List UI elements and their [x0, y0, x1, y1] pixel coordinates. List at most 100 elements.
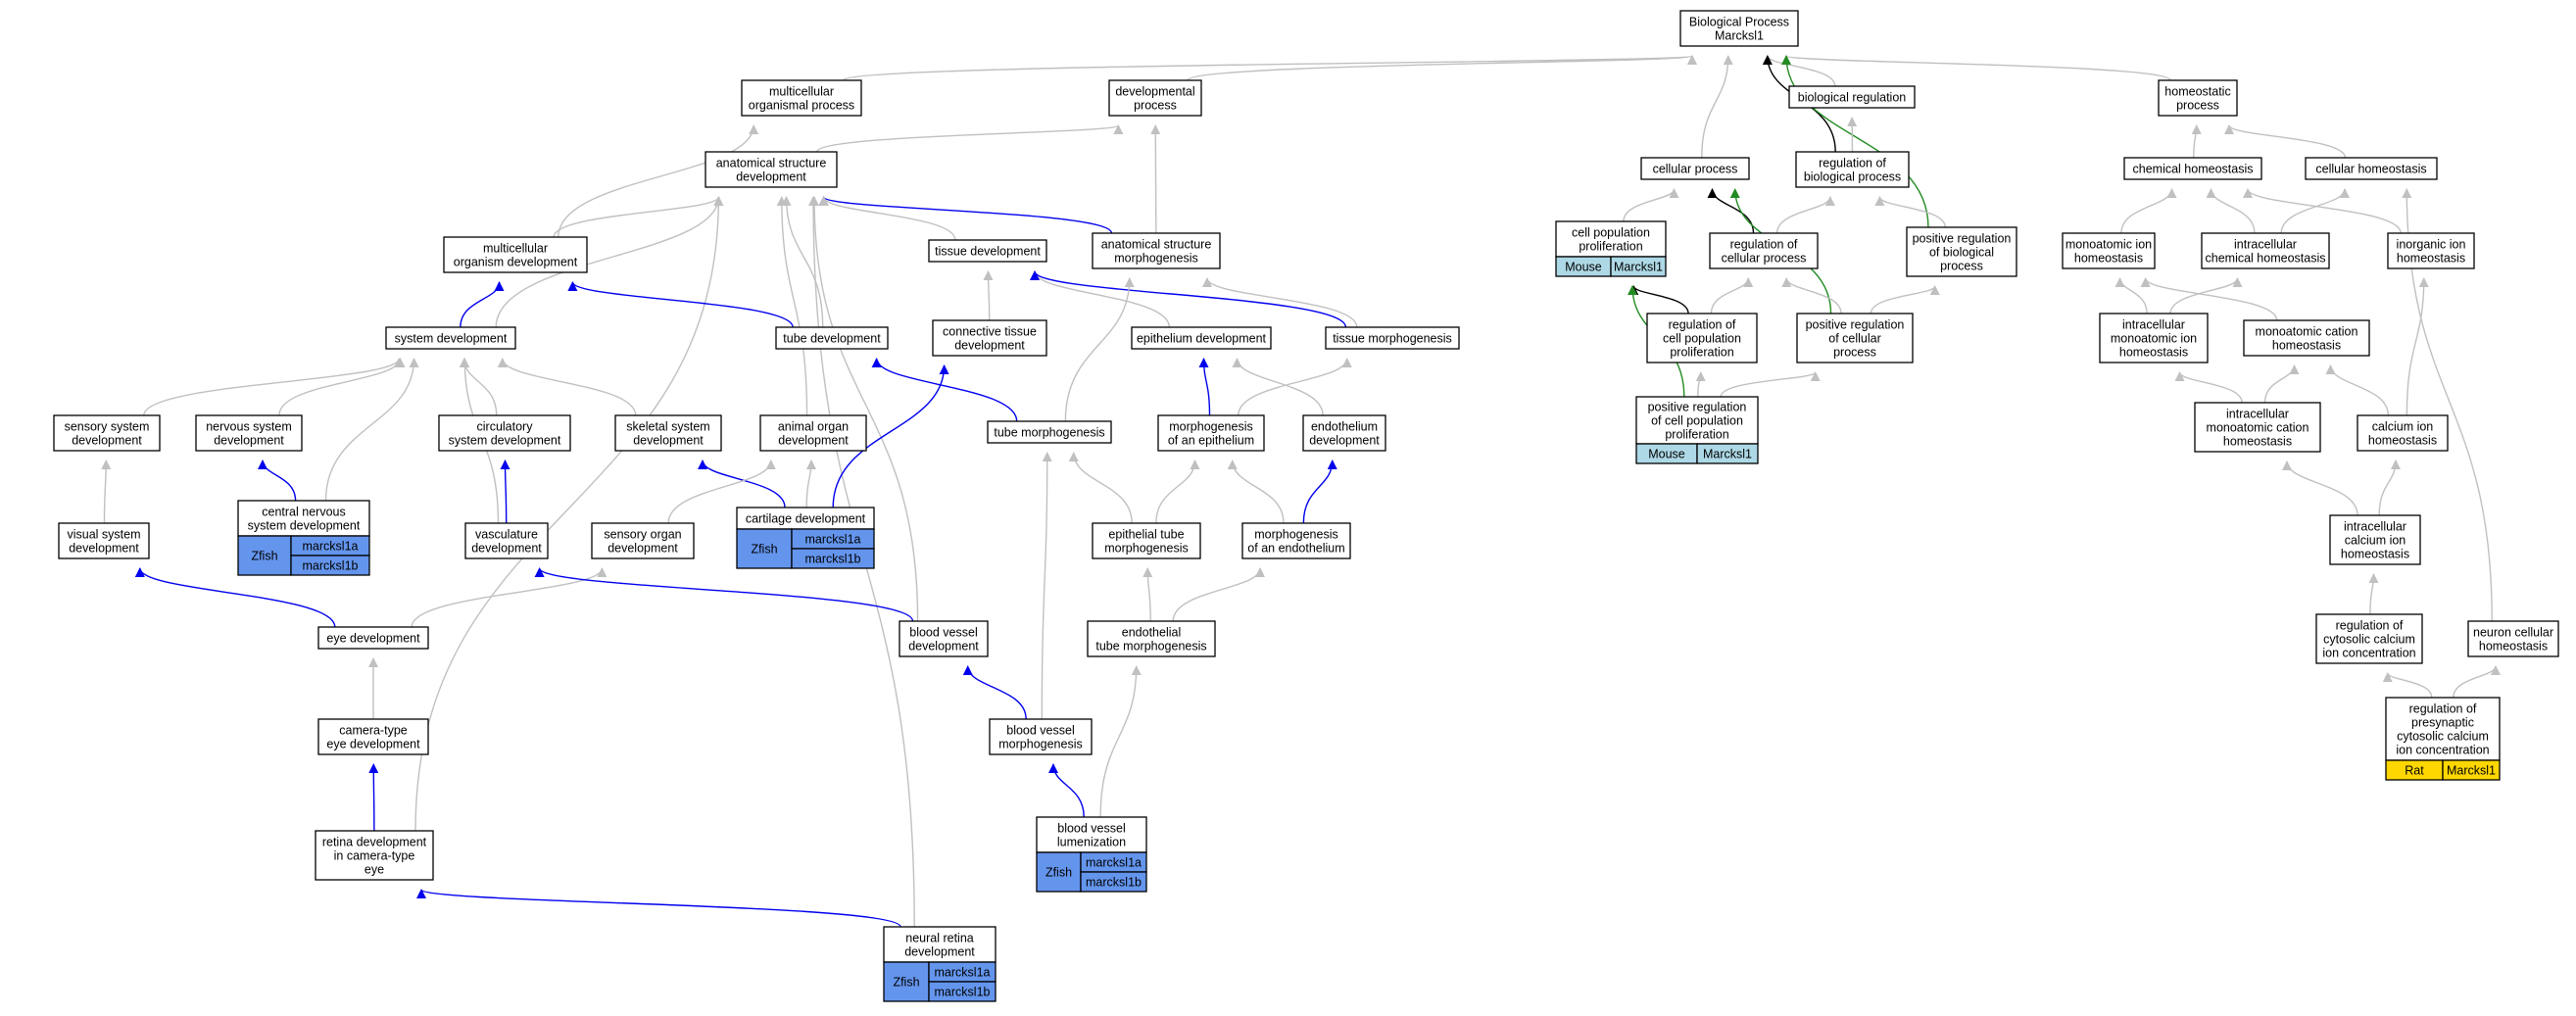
node-label-line: inorganic ion [2397, 238, 2466, 252]
node-label-line: cytosolic calcium [2397, 730, 2489, 744]
node-label-line: regulation of [1669, 318, 1736, 332]
edge-blue [962, 665, 1027, 720]
node-box [1640, 157, 1750, 180]
edge-blue [1030, 270, 1347, 328]
node-box [2123, 157, 2262, 180]
node-label-line: chemical homeostasis [2133, 163, 2254, 176]
node-box [237, 500, 370, 537]
edge-gray [278, 358, 406, 416]
edge-gray [495, 196, 724, 328]
node-box [987, 420, 1112, 444]
go-term-node: eye development [317, 626, 429, 650]
edge-gray [1775, 196, 1835, 234]
node-label-line: development [633, 434, 704, 448]
node-box [928, 239, 1047, 263]
node-box [443, 236, 588, 273]
node-label-line: homeostasis [2397, 252, 2465, 266]
node-label-line: developmental [1115, 85, 1194, 99]
node-label-line: of an endothelium [1247, 542, 1344, 556]
gene-label: marcksl1a [805, 533, 861, 547]
edge-gray [2382, 672, 2433, 699]
edge-blue [871, 358, 1018, 422]
node-label-line: intracellular [2226, 408, 2289, 421]
edge-gray [1099, 665, 1142, 818]
node-label-line: development [908, 640, 979, 653]
edge-gray [2174, 371, 2243, 404]
node-label-line: development [778, 434, 849, 448]
node-label-line: animal organ [778, 420, 849, 434]
node-label-line: Biological Process [1689, 16, 1789, 29]
node-label-line: monoatomic cation [2207, 421, 2309, 435]
gene-label: marcksl1b [303, 559, 359, 573]
node-label-line: multicellular [769, 85, 834, 99]
node-label-line: connective tissue [943, 325, 1037, 339]
node-label-line: cellular process [1722, 252, 1807, 266]
gene-cell [928, 981, 996, 1002]
node-label-line: of cellular [1828, 332, 1881, 346]
node-label-line: sensory system [65, 420, 150, 434]
node-label-line: endothelium [1311, 420, 1378, 434]
node-box [317, 718, 429, 755]
node-label-line: chemical homeostasis [2206, 252, 2326, 266]
go-term-node: epithelium development [1131, 326, 1272, 350]
edge-gray [1041, 452, 1052, 720]
edge-gray [805, 460, 816, 508]
go-term-node: tube morphogenesis [987, 420, 1112, 444]
node-box [899, 620, 989, 657]
node-box [932, 319, 1047, 357]
edge-gray [2453, 665, 2501, 699]
go-term-node: cartilage developmentZfishmarcksl1amarck… [736, 507, 875, 569]
node-label-line: retina development [322, 836, 427, 849]
node-box [1555, 220, 1667, 258]
edge-gray [816, 124, 1124, 153]
edge-blue [258, 460, 297, 502]
node-label-line: epithelium development [1137, 332, 1267, 346]
edge-gray [1695, 371, 1706, 398]
node-label-line: homeostasis [2223, 435, 2292, 449]
node-label-line: intracellular [2344, 520, 2406, 534]
node-label-line: regulation of [2336, 619, 2404, 633]
gene-label: marcksl1b [1086, 876, 1142, 890]
node-label-line: central nervous [262, 506, 345, 519]
node-label-line: blood vessel [909, 626, 978, 640]
node-box [741, 79, 862, 117]
node-box [2357, 414, 2449, 452]
node-label-line: process [1940, 260, 1983, 273]
edge-blue [567, 281, 794, 328]
edge-gray [1701, 55, 1733, 159]
nodes-layer: Biological ProcessMarcksl1multicellularo… [53, 10, 2559, 1002]
node-label-line: epithelial tube [1108, 528, 1184, 542]
node-box [591, 522, 695, 559]
node-label-line: blood vessel [1006, 724, 1075, 738]
edge-gray [2120, 188, 2177, 234]
node-box [1906, 226, 2017, 277]
edge-gray [2280, 188, 2350, 234]
node-label-line: system development [395, 332, 508, 346]
node-box [1788, 85, 1916, 109]
node-box [775, 326, 889, 350]
node-box [1635, 396, 1759, 445]
edge-blue [698, 460, 786, 508]
node-label-line: positive regulation [1806, 318, 1905, 332]
node-box [317, 626, 429, 650]
node-label-line: intracellular [2234, 238, 2297, 252]
edge-gray [781, 196, 824, 328]
gene-cell [1080, 871, 1147, 893]
edge-gray [2263, 364, 2300, 404]
node-label-line: neural retina [905, 932, 974, 945]
